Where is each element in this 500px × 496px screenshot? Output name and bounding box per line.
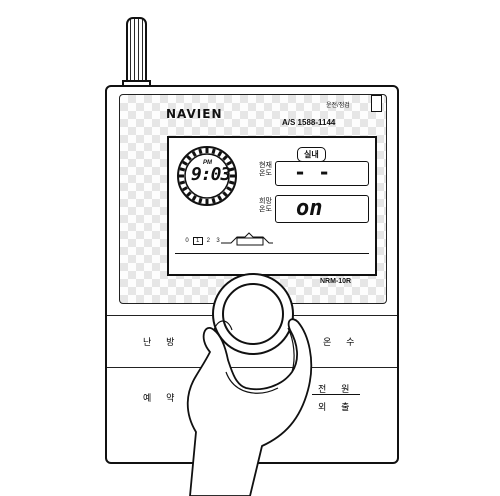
hot-water-button[interactable]: 온 수: [317, 334, 366, 349]
status-label: 운전/점검: [326, 103, 350, 109]
clock-tick: [228, 167, 235, 172]
level-indicator: 0 1 2 3: [183, 237, 222, 245]
clock-tick: [198, 148, 203, 155]
desired-label-line1: 희망: [259, 198, 272, 205]
level-0: 0: [185, 238, 189, 244]
clock-dial-icon: [177, 146, 237, 206]
clock-tick: [217, 151, 223, 157]
lcd-divider: [175, 253, 369, 254]
clock-tick: [222, 191, 228, 197]
dial-knob-icon[interactable]: [212, 273, 294, 355]
lcd-display: PM 9:03 실내 현재 온도 - - 희망 온도 on 0 1 2 3: [167, 136, 377, 276]
level-1: 1: [192, 237, 203, 245]
clock-tick: [228, 180, 235, 185]
clock-tick: [186, 155, 192, 161]
button-row-divider-middle: [107, 367, 397, 368]
power-button[interactable]: 전 원: [312, 381, 361, 396]
status-switch[interactable]: [371, 95, 382, 112]
clock-tick: [191, 151, 197, 157]
current-label-line1: 현재: [259, 162, 272, 169]
clock-tick: [179, 167, 186, 172]
desired-temp-value: on: [275, 195, 369, 223]
brand-logo: NAVIEN: [166, 107, 223, 121]
clock-tick: [198, 197, 203, 204]
reserve-button[interactable]: 예 약: [137, 390, 186, 405]
service-number: A/S 1588-1144: [282, 118, 336, 127]
clock-tick: [186, 191, 192, 197]
clock-tick: [191, 195, 197, 201]
clock-tick: [226, 160, 232, 166]
clock-tick: [211, 148, 216, 155]
clock-tick: [222, 155, 228, 161]
period-indicator: PM: [203, 160, 212, 166]
antenna-icon: [126, 17, 147, 87]
clock-time: 9:03: [191, 164, 231, 185]
clock-tick: [182, 160, 188, 166]
desired-label-line2: 온도: [259, 206, 272, 213]
clock-tick: [182, 186, 188, 192]
clock-tick: [211, 197, 216, 204]
current-label-line2: 온도: [259, 170, 272, 177]
level-2: 2: [206, 238, 211, 244]
away-button[interactable]: 외 출: [312, 399, 361, 414]
heating-button[interactable]: 난 방: [137, 334, 186, 349]
faceplate: NAVIEN 운전/점검 A/S 1588-1144 PM 9:03 실내 현재…: [119, 94, 387, 304]
clock-tick: [226, 186, 232, 192]
current-temp-label: 현재 온도: [259, 162, 272, 178]
house-icon: [221, 232, 273, 246]
clock-tick: [179, 180, 186, 185]
level-3: 3: [216, 238, 220, 244]
room-controller: NAVIEN 운전/점검 A/S 1588-1144 PM 9:03 실내 현재…: [105, 85, 399, 464]
clock-tick: [217, 195, 223, 201]
power-away-divider: [312, 394, 360, 395]
desired-temp-label: 희망 온도: [259, 198, 272, 214]
current-temp-value: - -: [275, 161, 369, 186]
model-label: NRM-10R: [320, 278, 352, 285]
